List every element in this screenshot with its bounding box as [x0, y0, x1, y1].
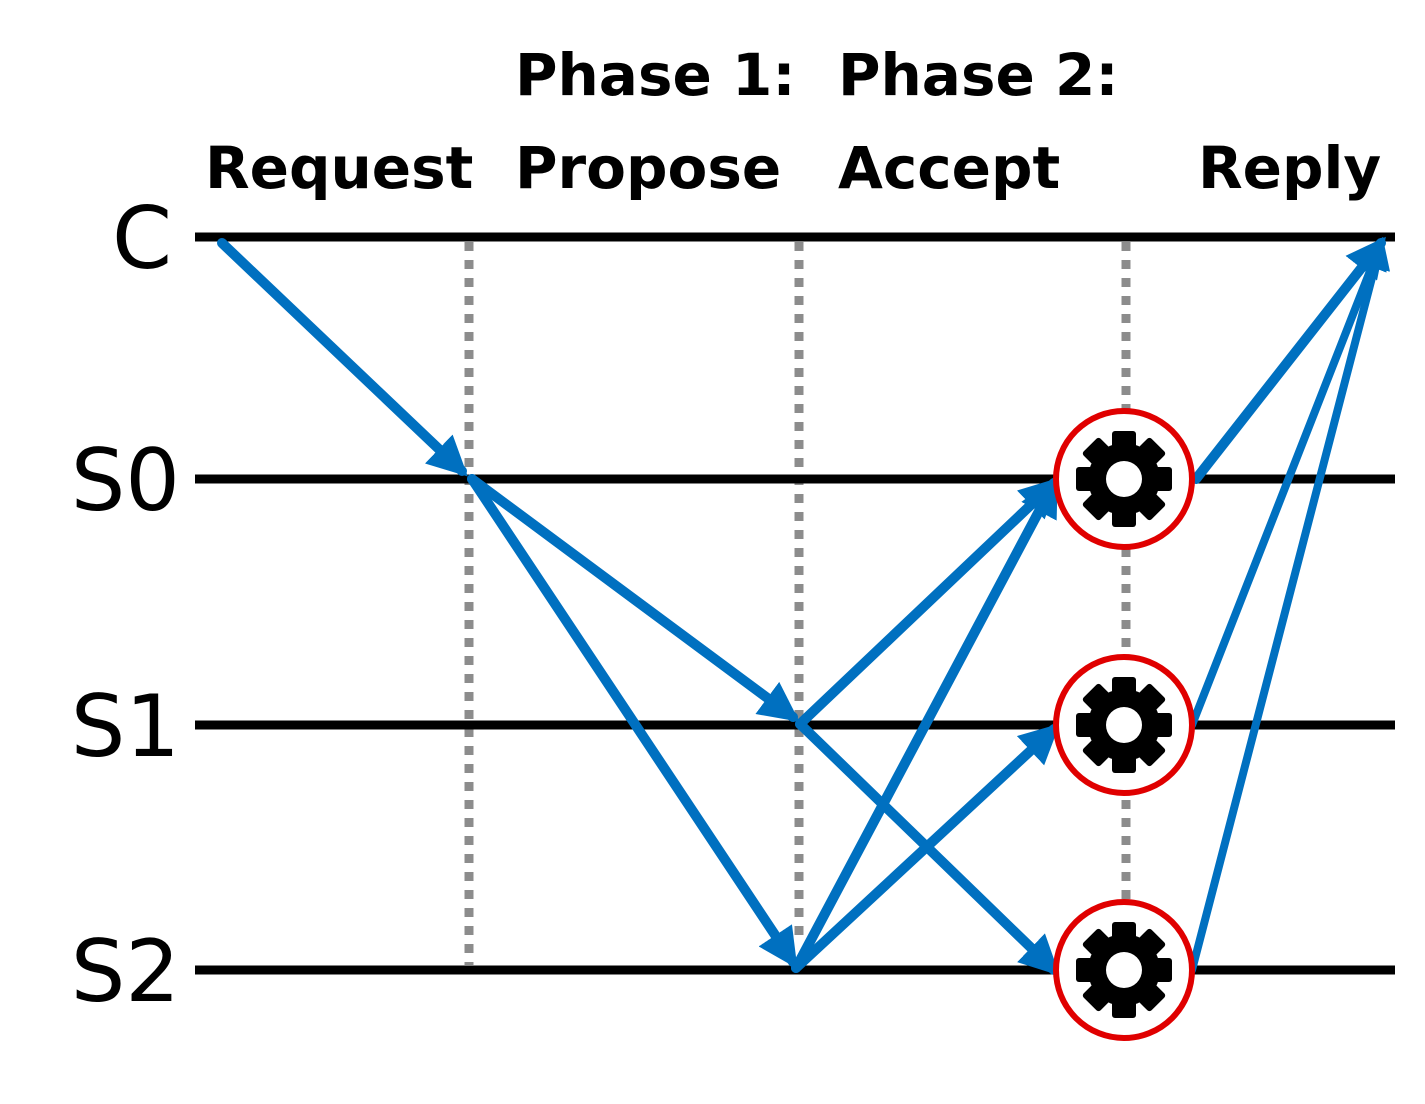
execute-marker-s0: [1053, 408, 1195, 550]
node-label-s0: S0: [71, 431, 180, 531]
arrow-reply-s2-c: [1188, 236, 1391, 974]
node-label-client: C: [112, 189, 172, 289]
execute-marker-s2: [1053, 899, 1195, 1041]
arrow-reply-s0-c: [1191, 236, 1386, 484]
node-label-s1: S1: [71, 677, 180, 777]
gear-icon: [1076, 431, 1172, 527]
phase1-name: Propose: [515, 134, 781, 202]
arrow-accept-s2-s0: [791, 475, 1059, 973]
arrow-reply-s1-c: [1188, 237, 1387, 729]
phase2-name: Accept: [838, 134, 1060, 202]
arrow-accept-s2-s1: [791, 723, 1060, 973]
phase-label-reply: Reply: [1198, 134, 1381, 202]
phase-dividers: [464, 242, 1131, 965]
phase1-heading: Phase 1:: [515, 41, 796, 109]
gear-icon: [1076, 922, 1172, 1018]
gear-icon: [1076, 677, 1172, 773]
node-label-s2: S2: [71, 922, 180, 1022]
arrow-accept-s1-s0: [795, 477, 1060, 729]
message-arrows: [217, 236, 1391, 976]
phase-label-request: Request: [205, 134, 473, 202]
arrow-request-c-s0: [217, 238, 468, 477]
arrow-propose-s0-s1: [467, 474, 800, 722]
arrow-propose-s0-s2: [467, 474, 798, 969]
execute-marker-s1: [1053, 654, 1195, 796]
phase2-heading: Phase 2:: [838, 41, 1119, 109]
